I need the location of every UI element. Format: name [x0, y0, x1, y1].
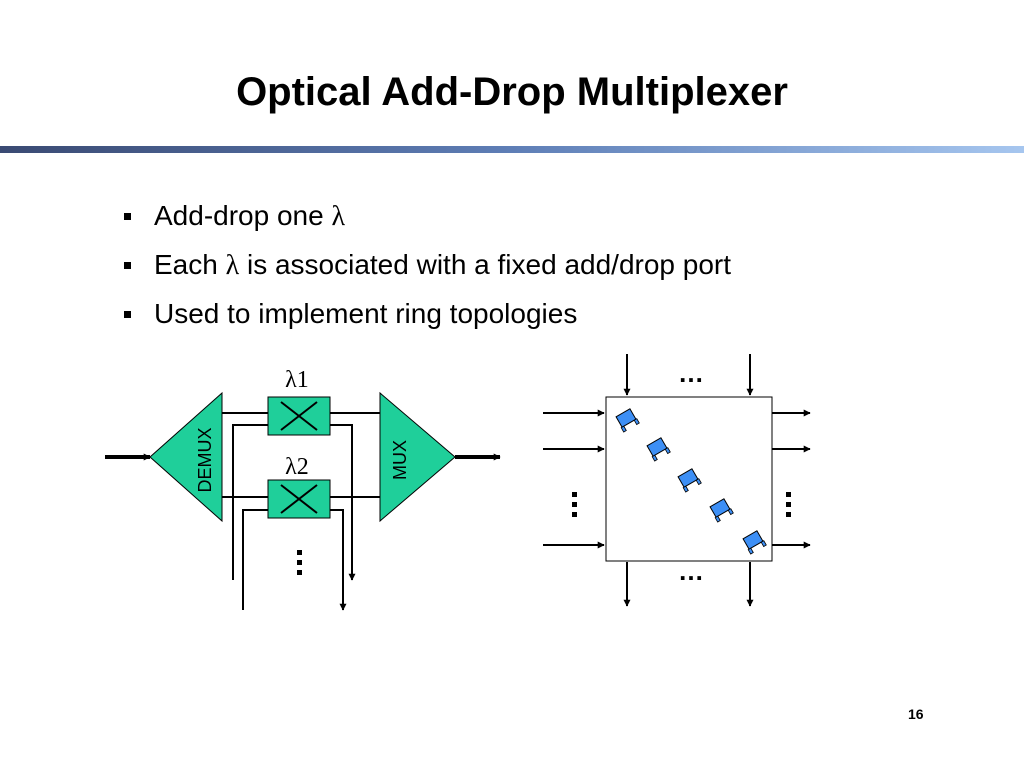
bullet-item: Each λ is associated with a fixed add/dr…: [118, 241, 731, 290]
lambda-symbol: λ: [331, 201, 346, 232]
mems-mirror: [709, 498, 734, 523]
bottom-ellipsis: …: [678, 556, 704, 586]
bullet-text: Used to implement ring topologies: [154, 298, 578, 329]
filter-cross: [280, 401, 318, 431]
oadm-diagram: DEMUX MUX λ1 λ2: [105, 354, 811, 611]
lambda2-drop-port: [330, 509, 347, 611]
mems-mirror: [742, 530, 767, 555]
oadm-block: DEMUX MUX λ1 λ2: [105, 367, 501, 611]
more-ports-ellipsis: [297, 550, 302, 575]
lambda2-label: λ2: [285, 454, 309, 480]
mux-triangle: [379, 391, 456, 523]
demux-label: DEMUX: [195, 427, 215, 492]
bullet-list: Add-drop one λ Each λ is associated with…: [118, 192, 731, 339]
crossconnect-block: … …: [543, 354, 811, 607]
right-vertical-ellipsis: [786, 492, 791, 517]
mems-mirror: [677, 468, 702, 493]
lambda2-add-port: [242, 509, 268, 610]
slide-title: Optical Add-Drop Multiplexer: [236, 70, 788, 114]
bullet-item: Add-drop one λ: [118, 192, 731, 241]
bullet-text: Add-drop one: [154, 200, 332, 231]
mems-mirror: [646, 437, 671, 462]
bullet-item: Used to implement ring topologies: [118, 290, 731, 339]
top-ellipsis: …: [678, 358, 704, 388]
demux-triangle: [149, 391, 223, 523]
page-number: 16: [908, 706, 924, 722]
filter-cross: [280, 484, 318, 514]
mux-label: MUX: [390, 440, 410, 480]
lambda1-add-port: [232, 424, 268, 580]
bullet-text: Each: [154, 249, 226, 280]
title-underline-bar: [0, 146, 1024, 153]
lambda1-drop-port: [330, 424, 356, 581]
bullet-text: is associated with a fixed add/drop port: [239, 249, 732, 280]
lambda-symbol: λ: [225, 250, 240, 281]
left-vertical-ellipsis: [572, 492, 577, 517]
mems-mirror: [615, 408, 640, 433]
lambda1-label: λ1: [285, 367, 309, 393]
